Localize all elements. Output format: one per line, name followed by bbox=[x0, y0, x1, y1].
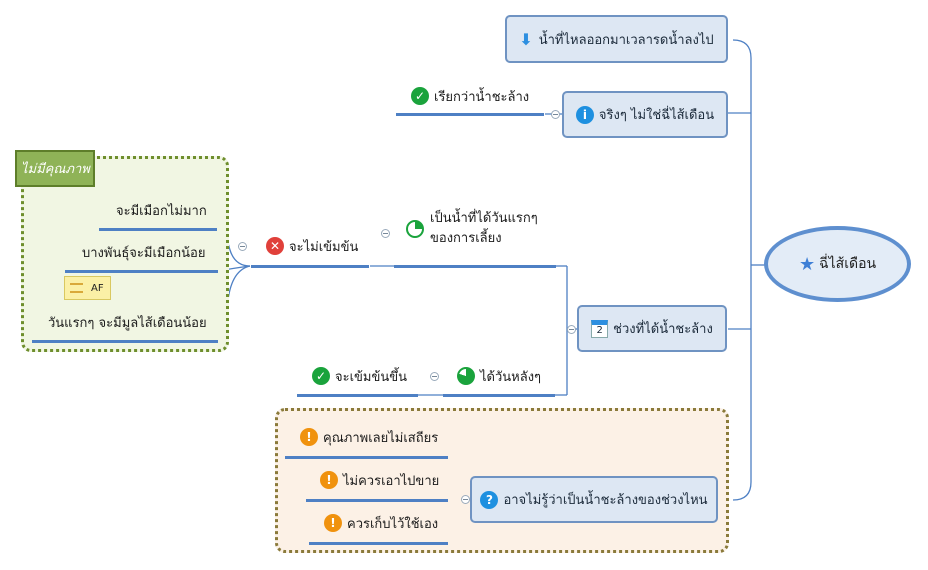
low-quality-boundary bbox=[21, 156, 229, 352]
underline bbox=[306, 499, 448, 502]
topic-truth[interactable]: i จริงๆ ไม่ใช่ฉี่ไส้เดือน bbox=[562, 91, 728, 138]
leaf-first-days-line1: เป็นน้ำที่ได้วันแรกๆ bbox=[430, 211, 538, 226]
collapse-toggle[interactable] bbox=[461, 495, 470, 504]
leaf-first-days-line2: ของการเลี้ยง bbox=[430, 231, 502, 246]
underline bbox=[251, 265, 369, 268]
unknown-child[interactable]: ! ควรเก็บไว้ใช้เอง bbox=[324, 513, 438, 533]
info-icon: i bbox=[575, 105, 594, 124]
leaf-not-concentrated-label: จะไม่เข้มข้น bbox=[289, 239, 359, 255]
underline bbox=[443, 394, 555, 397]
low-quality-item[interactable]: บางพันธุ์จะมีเมือกน้อย bbox=[82, 242, 205, 262]
unknown-child-label: คุณภาพเลยไม่เสถียร bbox=[323, 430, 439, 446]
question-icon: ? bbox=[480, 490, 499, 509]
down-arrow-icon: ⬇ bbox=[519, 29, 533, 49]
collapse-toggle[interactable] bbox=[567, 325, 576, 334]
star-icon: ★ bbox=[798, 253, 816, 275]
underline bbox=[285, 456, 448, 459]
underline bbox=[297, 394, 418, 397]
exclamation-icon: ! bbox=[320, 471, 338, 489]
exclamation-icon: ! bbox=[300, 428, 318, 446]
low-quality-item-label: จะมีเมือกไม่มาก bbox=[116, 203, 207, 219]
unknown-child[interactable]: ! ไม่ควรเอาไปขาย bbox=[320, 470, 439, 490]
progress-most-icon bbox=[457, 367, 475, 385]
af-note-label: AF bbox=[91, 282, 104, 294]
leaf-later-days[interactable]: ได้วันหลังๆ bbox=[457, 366, 541, 386]
leaf-first-days[interactable]: เป็นน้ำที่ได้วันแรกๆ ของการเลี้ยง bbox=[406, 209, 538, 249]
underline bbox=[32, 340, 218, 343]
collapse-toggle[interactable] bbox=[381, 229, 390, 238]
low-quality-item[interactable]: จะมีเมือกไม่มาก bbox=[116, 200, 207, 220]
topic-truth-label: จริงๆ ไม่ใช่ฉี่ไส้เดือน bbox=[598, 108, 715, 123]
leaf-first-days-text: เป็นน้ำที่ได้วันแรกๆ ของการเลี้ยง bbox=[430, 209, 538, 249]
topic-unknown-label: อาจไม่รู้ว่าเป็นน้ำชะล้างของช่วงไหน bbox=[503, 493, 708, 508]
exclamation-icon: ! bbox=[324, 514, 342, 532]
underline bbox=[396, 113, 544, 116]
underline bbox=[99, 228, 217, 231]
collapse-toggle[interactable] bbox=[551, 110, 560, 119]
underline bbox=[65, 270, 218, 273]
cross-icon: ✕ bbox=[266, 237, 284, 255]
underline bbox=[394, 265, 556, 268]
check-icon: ✓ bbox=[411, 87, 429, 105]
list-icon bbox=[70, 283, 83, 293]
topic-period[interactable]: 2 ช่วงที่ได้น้ำชะล้าง bbox=[577, 305, 727, 352]
check-icon: ✓ bbox=[312, 367, 330, 385]
underline bbox=[309, 542, 448, 545]
low-quality-item-label: บางพันธุ์จะมีเมือกน้อย bbox=[82, 245, 206, 261]
progress-quarter-icon bbox=[406, 220, 424, 238]
collapse-toggle[interactable] bbox=[238, 242, 247, 251]
leaf-called-leachate[interactable]: ✓ เรียกว่าน้ำชะล้าง bbox=[411, 86, 529, 106]
leaf-called-leachate-label: เรียกว่าน้ำชะล้าง bbox=[434, 89, 530, 105]
calendar-icon: 2 bbox=[591, 319, 609, 338]
unknown-child[interactable]: ! คุณภาพเลยไม่เสถียร bbox=[300, 427, 438, 447]
central-topic[interactable]: ★ ฉี่ไส้เดือน bbox=[764, 226, 911, 302]
leaf-more-concentrated-label: จะเข้มข้นขึ้น bbox=[335, 369, 408, 385]
unknown-child-label: ไม่ควรเอาไปขาย bbox=[343, 473, 440, 489]
topic-flow[interactable]: ⬇ น้ำที่ไหลออกมาเวลารดน้ำลงไป bbox=[505, 15, 728, 63]
boundary-title-label: ไม่มีคุณภาพ bbox=[21, 162, 90, 177]
low-quality-item[interactable]: วันแรกๆ จะมีมูลไส้เดือนน้อย bbox=[48, 312, 207, 332]
boundary-title: ไม่มีคุณภาพ bbox=[15, 150, 95, 187]
leaf-later-days-label: ได้วันหลังๆ bbox=[480, 369, 542, 385]
leaf-more-concentrated[interactable]: ✓ จะเข้มข้นขึ้น bbox=[312, 366, 407, 386]
low-quality-item-label: วันแรกๆ จะมีมูลไส้เดือนน้อย bbox=[48, 315, 207, 331]
topic-flow-label: น้ำที่ไหลออกมาเวลารดน้ำลงไป bbox=[538, 32, 714, 48]
topic-period-label: ช่วงที่ได้น้ำชะล้าง bbox=[613, 322, 713, 337]
collapse-toggle[interactable] bbox=[430, 372, 439, 381]
af-note[interactable]: AF bbox=[64, 276, 111, 300]
leaf-not-concentrated[interactable]: ✕ จะไม่เข้มข้น bbox=[266, 236, 358, 256]
unknown-child-label: ควรเก็บไว้ใช้เอง bbox=[347, 516, 439, 532]
topic-unknown[interactable]: ? อาจไม่รู้ว่าเป็นน้ำชะล้างของช่วงไหน bbox=[470, 476, 718, 523]
central-topic-label: ฉี่ไส้เดือน bbox=[819, 256, 877, 272]
